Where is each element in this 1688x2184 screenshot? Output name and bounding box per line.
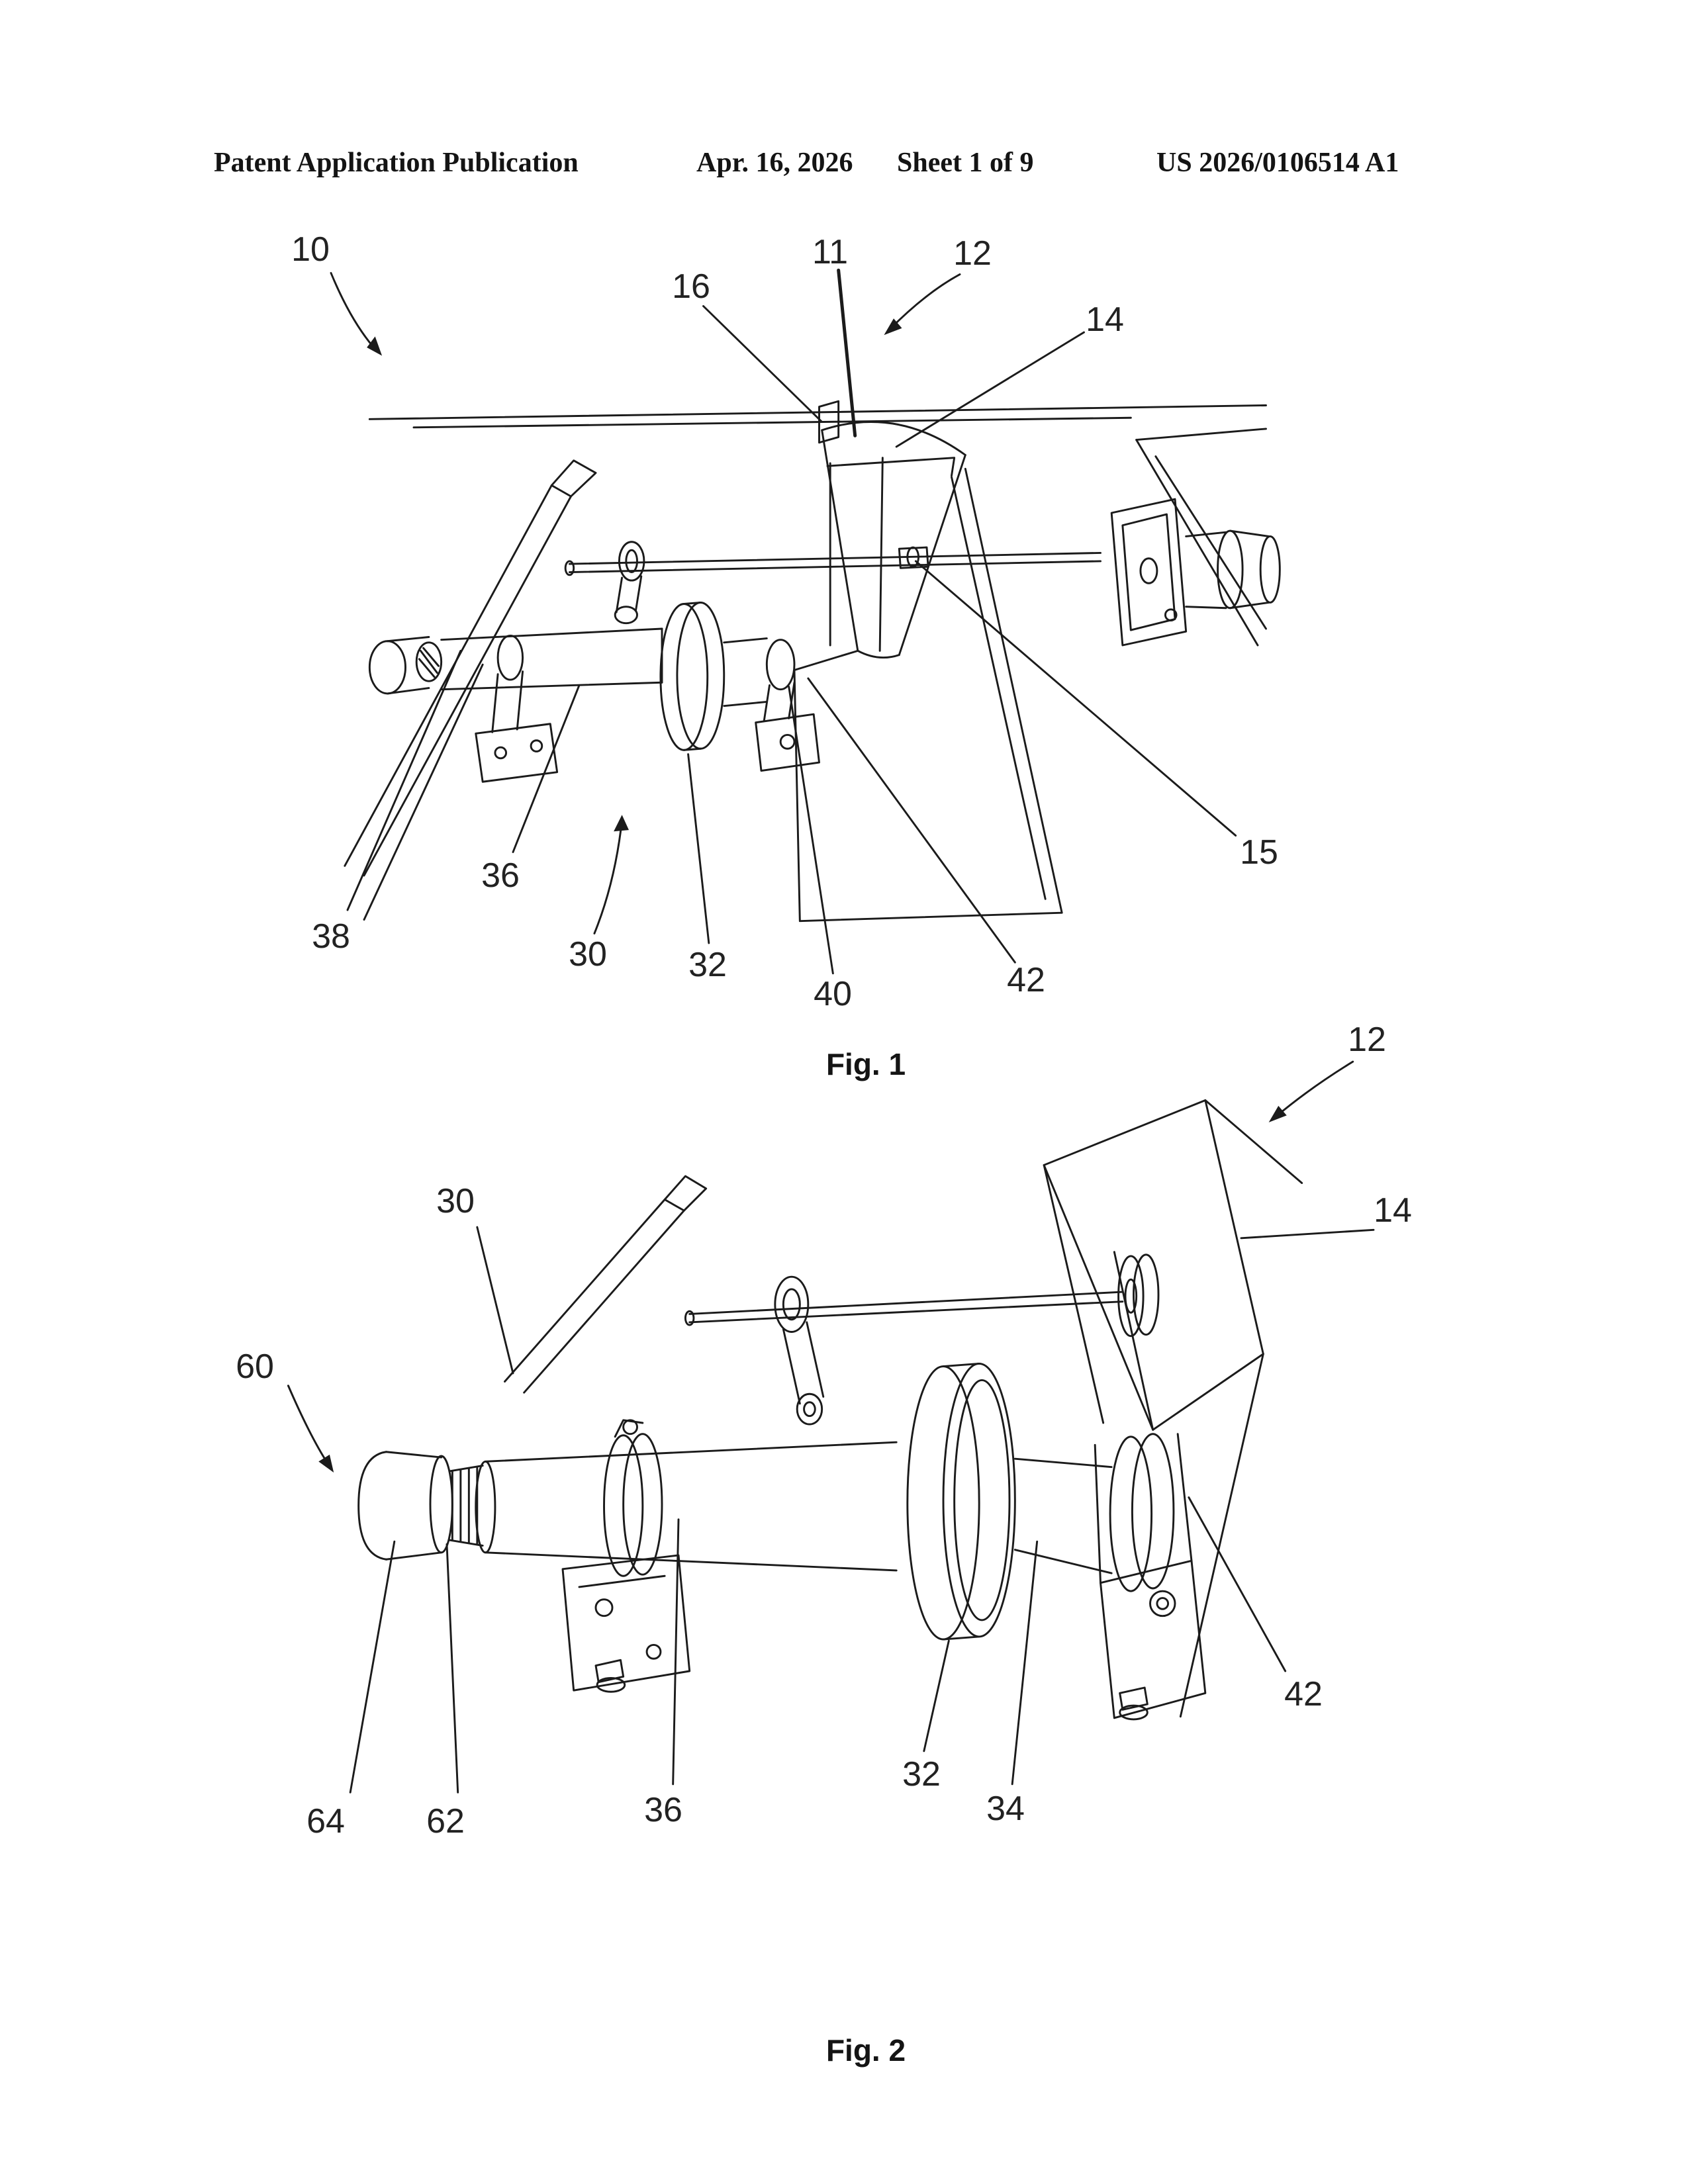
fig1-right-bearing-bracket bbox=[1110, 498, 1281, 647]
fig2-angle-bar bbox=[504, 1175, 708, 1394]
fig2-roller-shaft bbox=[475, 1441, 898, 1572]
ref-numeral-60: 60 bbox=[236, 1347, 274, 1386]
ref-numeral-40: 40 bbox=[814, 975, 852, 1013]
ref-numeral-36: 36 bbox=[481, 856, 520, 895]
ref-numeral-32: 32 bbox=[688, 946, 727, 984]
ref-numeral-36: 36 bbox=[644, 1791, 682, 1829]
ref-numeral-12: 12 bbox=[1348, 1021, 1386, 1059]
ref-numeral-42: 42 bbox=[1284, 1675, 1323, 1713]
ref-numeral-32: 32 bbox=[902, 1755, 941, 1794]
fig1-agitator-shaft bbox=[564, 546, 1102, 576]
header-date: Apr. 16, 2026 bbox=[696, 148, 853, 178]
fig1-table-edge-lines bbox=[368, 404, 1267, 647]
fig2-shaft-clamp bbox=[774, 1275, 825, 1426]
fig1-shaft-yoke bbox=[614, 541, 645, 625]
ref-numeral-34: 34 bbox=[986, 1790, 1025, 1828]
ref-numeral-62: 62 bbox=[426, 1802, 465, 1841]
ref-numeral-42: 42 bbox=[1007, 961, 1045, 999]
fig2-leader-lines bbox=[287, 1060, 1375, 1794]
fig2-shaft-hub bbox=[1117, 1253, 1160, 1338]
ref-numeral-30: 30 bbox=[436, 1182, 475, 1220]
fig1-caption: Fig. 1 bbox=[825, 1047, 906, 1081]
ref-numeral-64: 64 bbox=[306, 1802, 345, 1841]
fig2-left-bearing-block bbox=[561, 1419, 691, 1693]
fig1-stub-shaft bbox=[723, 637, 768, 707]
ref-numeral-12: 12 bbox=[953, 234, 992, 273]
ref-numeral-16: 16 bbox=[672, 267, 710, 306]
fig1-roller-disc bbox=[659, 601, 726, 751]
ref-numeral-11: 11 bbox=[812, 233, 848, 271]
header-document-number: US 2026/0106514 A1 bbox=[1156, 148, 1399, 178]
fig1-left-bearing-block bbox=[475, 634, 559, 783]
fig2-caption: Fig. 2 bbox=[825, 2033, 906, 2068]
fig1-drawing bbox=[330, 268, 1281, 975]
fig2-drawing bbox=[287, 1060, 1375, 1794]
header-publication: Patent Application Publication bbox=[214, 148, 579, 178]
fig1-angle-bar bbox=[344, 459, 597, 877]
fig2-funnel bbox=[1043, 1099, 1303, 1718]
ref-numeral-14: 14 bbox=[1086, 300, 1124, 339]
ref-numeral-30: 30 bbox=[569, 935, 607, 974]
fig1-adjuster-knob bbox=[368, 636, 443, 695]
fig1-chute bbox=[793, 467, 1063, 923]
fig2-adjuster-knob bbox=[357, 1451, 453, 1561]
ref-numeral-15: 15 bbox=[1240, 833, 1278, 872]
fig2-agitator-shaft bbox=[684, 1291, 1124, 1326]
header-sheet-number: Sheet 1 of 9 bbox=[897, 148, 1034, 178]
ref-numeral-10: 10 bbox=[291, 230, 330, 269]
fig1-second-bearing-block bbox=[755, 639, 820, 772]
ref-numeral-14: 14 bbox=[1374, 1191, 1412, 1230]
ref-numeral-38: 38 bbox=[312, 917, 350, 956]
fig2-roller-disc bbox=[906, 1362, 1016, 1641]
fig1-leader-lines bbox=[330, 268, 1237, 975]
fig1-funnel bbox=[818, 400, 966, 659]
fig2-right-bearing-block bbox=[1094, 1433, 1207, 1721]
